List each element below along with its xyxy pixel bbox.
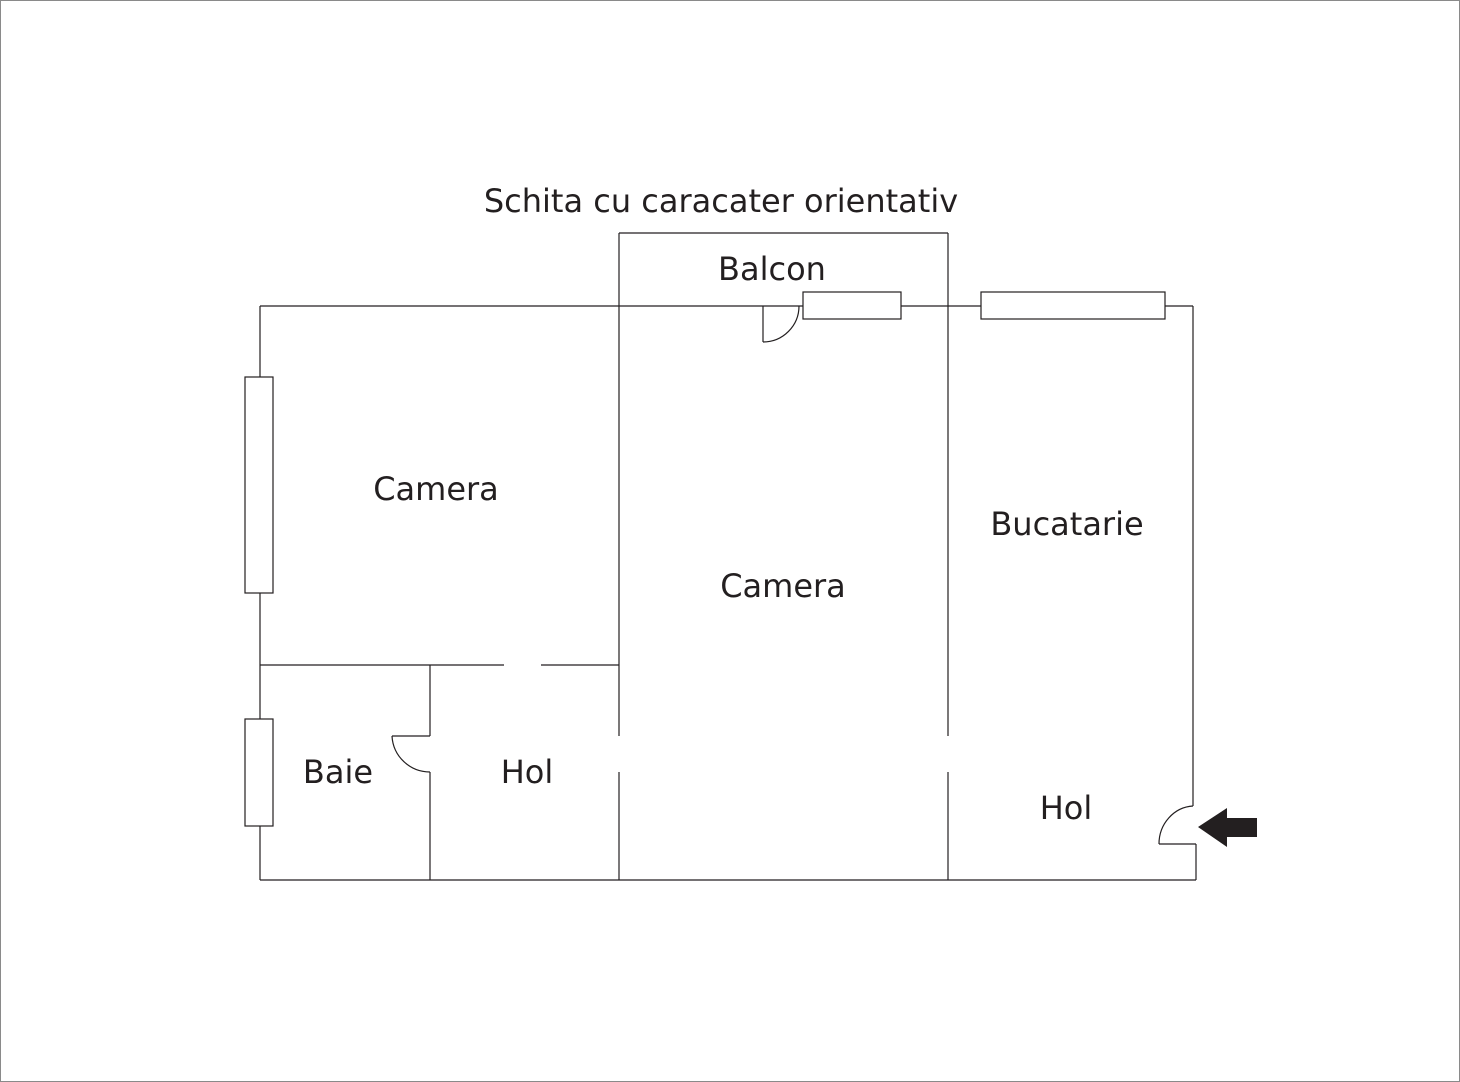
room-label-camera-left: Camera	[373, 470, 499, 508]
door-bathroom	[391, 735, 431, 773]
door-balcony	[762, 305, 800, 343]
room-label-hol-left: Hol	[501, 753, 554, 791]
interior-walls	[260, 306, 949, 880]
room-label-balcon: Balcon	[718, 250, 826, 288]
room-label-bucatarie: Bucatarie	[990, 505, 1143, 543]
window-kitchen	[980, 291, 1166, 320]
room-label-hol-right: Hol	[1040, 789, 1093, 827]
balcony-outline	[618, 232, 949, 306]
room-label-baie: Baie	[303, 753, 373, 791]
window-balcon	[802, 291, 902, 320]
window-bathroom	[244, 718, 274, 827]
diagram-title: Schita cu caracater orientativ	[484, 182, 958, 220]
window-left-room	[244, 376, 274, 594]
arrow-left-icon	[1198, 808, 1257, 847]
door-entrance	[1158, 805, 1196, 845]
room-label-camera-center: Camera	[720, 567, 846, 605]
